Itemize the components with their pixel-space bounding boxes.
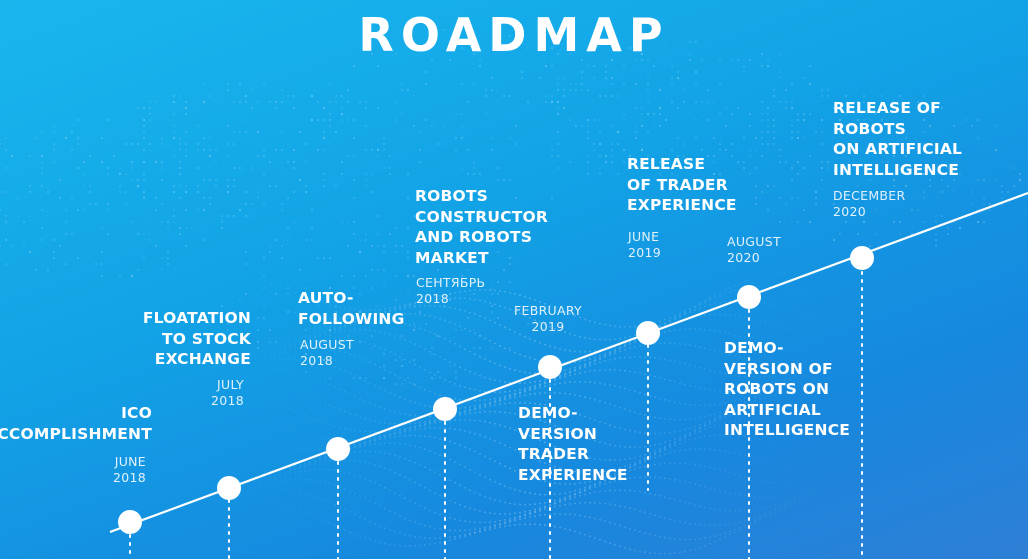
milestone-dot-3 [326,437,350,461]
milestone-dot-1 [118,510,142,534]
milestone-dot-8 [850,246,874,270]
milestone-label-7: DEMO- VERSION OF ROBOTS ON ARTIFICIAL IN… [724,339,851,439]
milestone-dot-4 [433,397,457,421]
milestone-label-8: RELEASE OF ROBOTS ON ARTIFICIAL INTELLIG… [833,99,963,179]
milestone-label-6: RELEASE OF TRADER EXPERIENCE [627,155,737,214]
milestone-label-2: FLOATATION TO STOCK EXCHANGE [142,309,251,368]
milestone-dot-6 [636,321,660,345]
timeline-line [109,191,1028,534]
milestone-date-5: FEBRUARY 2019 [514,303,582,334]
milestone-date-3: AUGUST 2018 [300,337,354,368]
milestone-label-1: ICO ACCOMPLISHMENT [0,404,152,443]
milestone-date-6: JUNE 2019 [628,229,662,260]
milestone-dot-7 [737,285,761,309]
milestone-date-7: AUGUST 2020 [727,234,781,265]
milestone-label-3: AUTO- FOLLOWING [298,289,405,328]
milestone-label-4: ROBOTS CONSTRUCTOR AND ROBOTS MARKET [415,187,549,267]
milestone-dot-5 [538,355,562,379]
page-title: ROADMAP [358,8,670,62]
milestone-date-8: DECEMBER 2020 [833,188,906,219]
milestone-dot-2 [217,476,241,500]
milestone-date-4: СЕНТЯБРЬ 2018 [416,275,486,306]
milestone-date-2: JULY 2018 [210,377,244,408]
milestone-label-5: DEMO- VERSION TRADER EXPERIENCE [518,404,628,484]
milestone-date-1: JUNE 2018 [112,454,146,485]
